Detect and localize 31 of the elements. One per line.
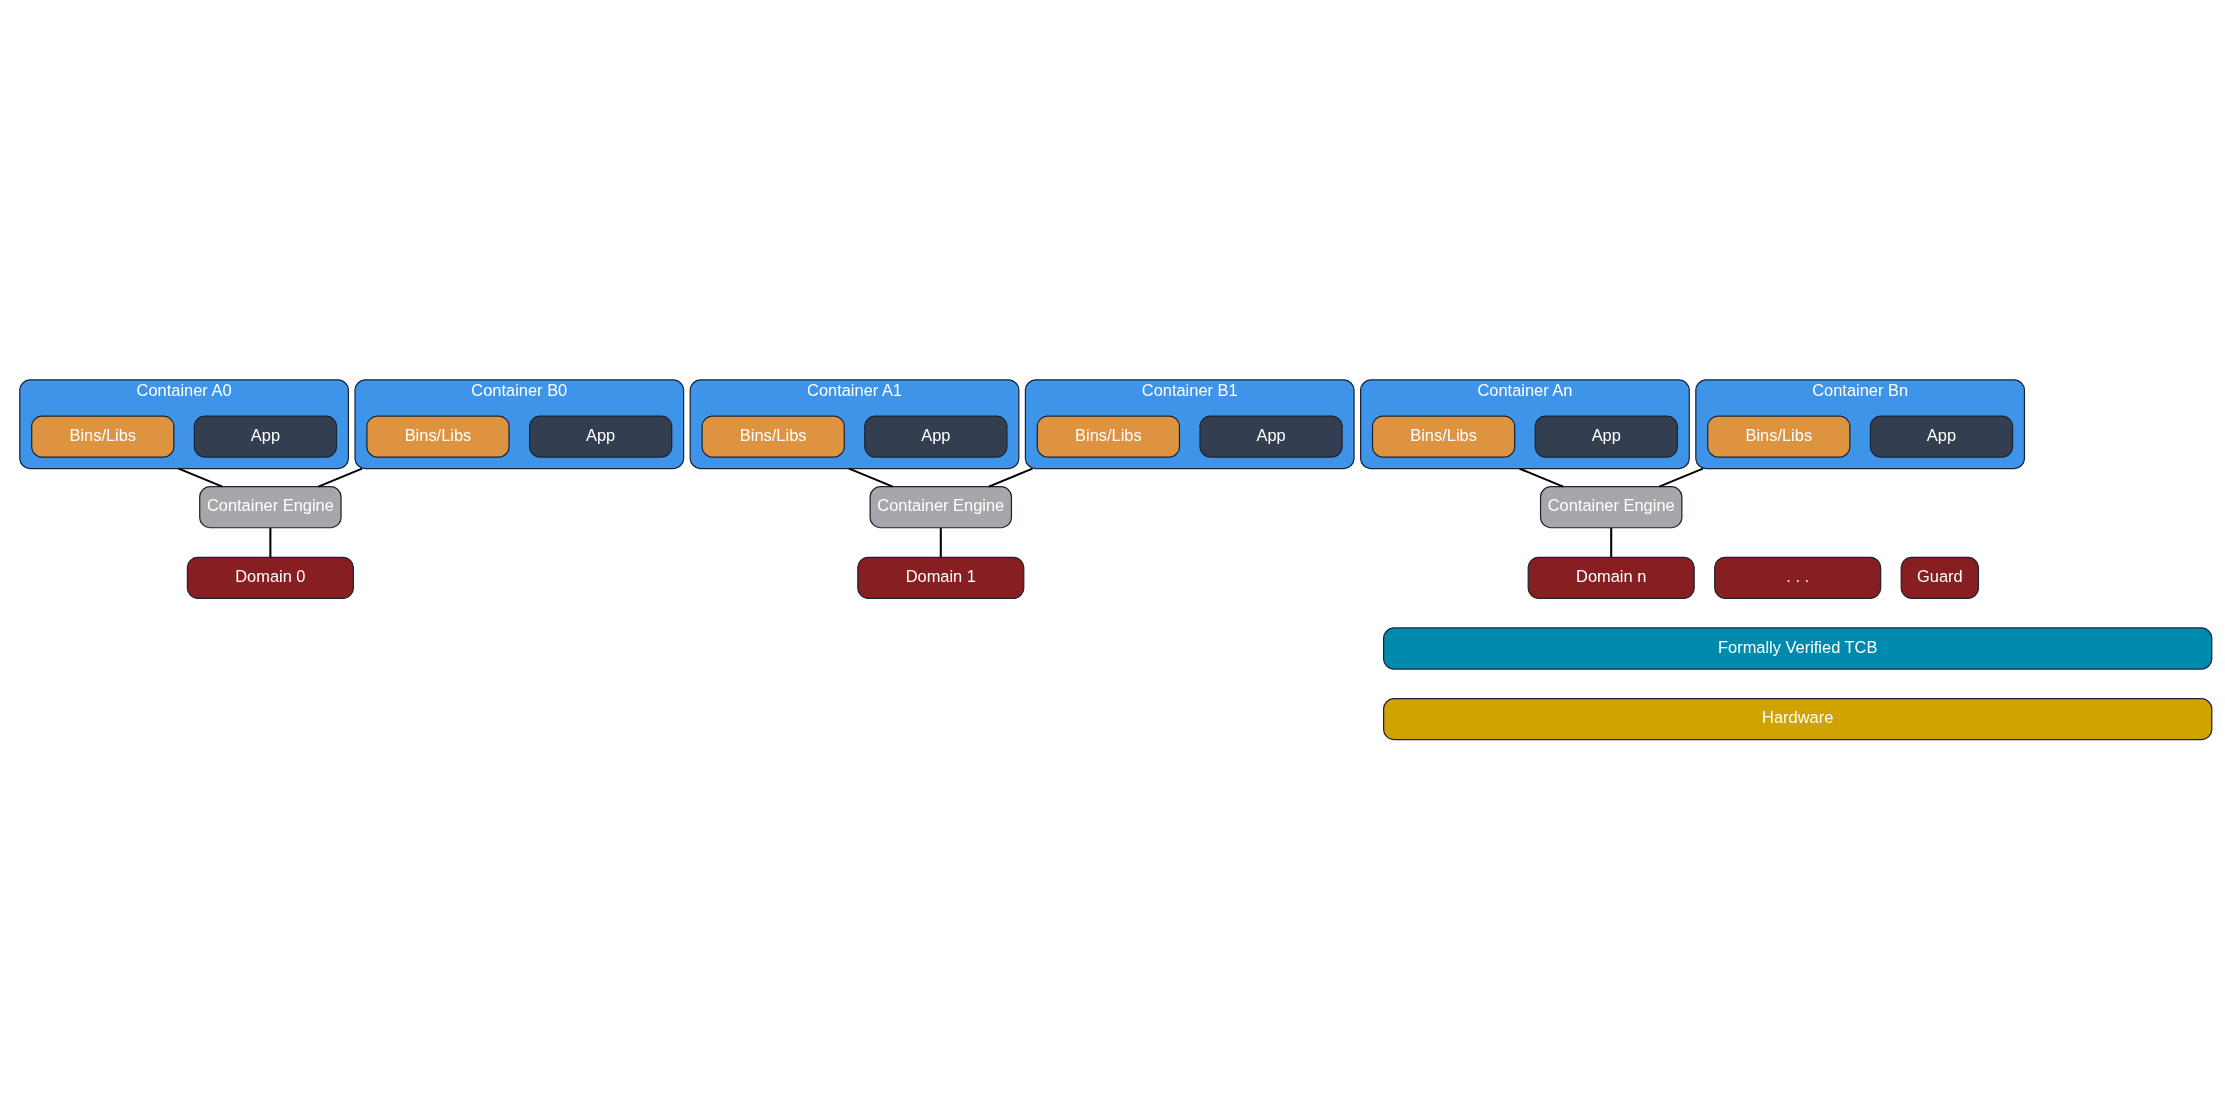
- node-box: Container Engine: [1539, 485, 1683, 528]
- node-box: App: [193, 414, 338, 458]
- node-box: . . .: [1714, 556, 1882, 599]
- node-box: Formally Verified TCB: [1383, 626, 2213, 670]
- node-box: Bins/Libs: [701, 414, 845, 458]
- node-box: App: [528, 414, 673, 458]
- node-box: Domain n: [1527, 556, 1695, 599]
- node-box: Hardware: [1383, 697, 2213, 740]
- connector: [178, 467, 223, 488]
- node-box: App: [1869, 414, 2014, 458]
- node-box: Bins/Libs: [1036, 414, 1181, 458]
- connector: [1519, 467, 1564, 488]
- node-box: Domain 1: [857, 556, 1025, 599]
- connector: [318, 467, 363, 488]
- connector: [1610, 527, 1613, 557]
- node-box: Bins/Libs: [1371, 414, 1516, 458]
- connector: [988, 467, 1033, 488]
- node-box: Container Engine: [199, 485, 342, 528]
- connector: [1658, 467, 1704, 488]
- node-box: Guard: [1900, 556, 1980, 599]
- node-box: Bins/Libs: [31, 414, 175, 458]
- connector: [848, 467, 894, 488]
- node-box: App: [1534, 414, 1678, 458]
- node-box: App: [1199, 414, 1343, 458]
- node-box: Bins/Libs: [1707, 414, 1851, 458]
- connector: [269, 527, 272, 557]
- node-box: Domain 0: [186, 556, 354, 599]
- node-box: Bins/Libs: [366, 414, 510, 458]
- connector: [939, 527, 942, 557]
- node-box: App: [864, 414, 1008, 458]
- node-box: Container Engine: [869, 485, 1013, 528]
